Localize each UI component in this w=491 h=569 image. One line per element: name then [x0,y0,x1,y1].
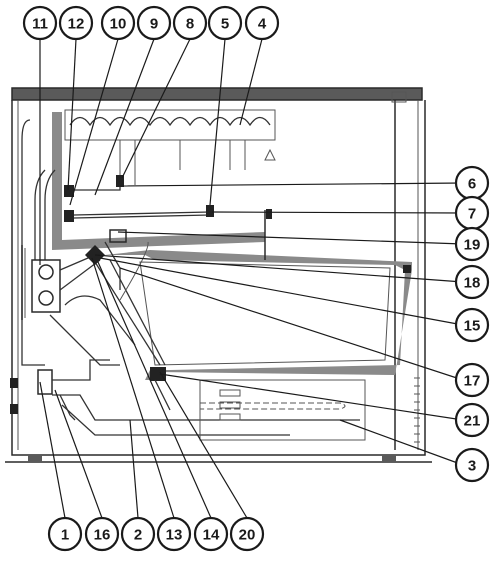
svg-text:9: 9 [150,16,158,33]
connector-left-a [10,378,18,388]
svg-text:16: 16 [94,527,111,544]
bottom-section [10,350,366,441]
callout-9: 9 [136,5,172,41]
tank-insulation [105,250,412,380]
vent-slots [414,377,420,443]
pump-lower [38,290,54,306]
callout-8: 8 [172,5,208,41]
callout-15: 15 [454,307,490,343]
drain-valve-21 [150,367,166,381]
connector-left-b [10,404,18,414]
foot-left [28,455,42,462]
callout-11: 11 [22,5,58,41]
callout-16: 16 [84,516,120,552]
callout-17: 17 [454,362,490,398]
callout-1: 1 [47,516,83,552]
svg-text:5: 5 [221,16,229,33]
callouts-bottom: 1 16 2 13 14 20 [47,516,265,552]
svg-text:13: 13 [166,527,183,544]
callout-14: 14 [193,516,229,552]
heater-box [199,379,366,441]
machine-body [5,87,432,463]
svg-text:11: 11 [32,16,48,33]
svg-text:19: 19 [464,237,481,254]
wash-tank [52,112,412,380]
callout-19: 19 [454,226,490,262]
pump-upper [38,264,54,280]
svg-text:10: 10 [110,16,127,33]
drain-pump-1 [37,369,53,395]
valve-11 [64,210,74,222]
nozzle-5 [206,205,214,217]
callout-13: 13 [156,516,192,552]
upper-rack-assembly [64,109,276,185]
svg-text:6: 6 [468,176,476,193]
cabinet-outline [11,100,426,456]
svg-text:1: 1 [61,527,69,544]
callouts-top: 11 12 10 9 8 5 4 [22,5,280,41]
svg-text:7: 7 [468,206,476,223]
upper-duct-insulation [52,112,265,250]
svg-text:14: 14 [203,527,220,544]
svg-text:20: 20 [239,527,256,544]
top-plate [12,88,422,100]
svg-text:17: 17 [464,373,481,390]
callout-7: 7 [454,195,490,231]
svg-text:12: 12 [68,16,85,33]
fitting-19 [109,229,127,243]
svg-text:18: 18 [464,275,481,292]
callout-18: 18 [454,264,490,300]
svg-text:4: 4 [258,16,267,33]
svg-text:3: 3 [468,458,476,475]
callout-2: 2 [120,516,156,552]
upper-rack-frame [64,109,276,141]
callout-10: 10 [100,5,136,41]
callout-21: 21 [454,402,490,438]
leader-lines [39,38,464,519]
left-piping [21,119,214,366]
svg-text:8: 8 [186,16,194,33]
callout-20: 20 [229,516,265,552]
pump-housing [31,259,61,313]
rack-hook [264,148,276,161]
heating-element [200,402,346,410]
svg-text:15: 15 [464,318,481,335]
drain-hose [52,394,360,421]
callout-3: 3 [454,447,490,483]
top-corner-block [391,91,407,103]
level-sensor [403,265,411,273]
callout-5: 5 [207,5,243,41]
foot-right [382,455,396,462]
valve-12 [64,185,74,197]
top-plate-outline [11,87,423,101]
callout-12: 12 [58,5,94,41]
svg-text:2: 2 [134,527,142,544]
svg-text:21: 21 [464,413,481,430]
tank-interior [139,261,391,366]
callouts-right: 6 7 19 18 15 17 21 3 [454,165,490,483]
supply-pipe [21,119,31,350]
callout-6: 6 [454,165,490,201]
sensor-block [266,209,272,219]
nozzle-8 [116,175,124,187]
upper-spray-arm [69,116,271,127]
callout-4: 4 [244,5,280,41]
